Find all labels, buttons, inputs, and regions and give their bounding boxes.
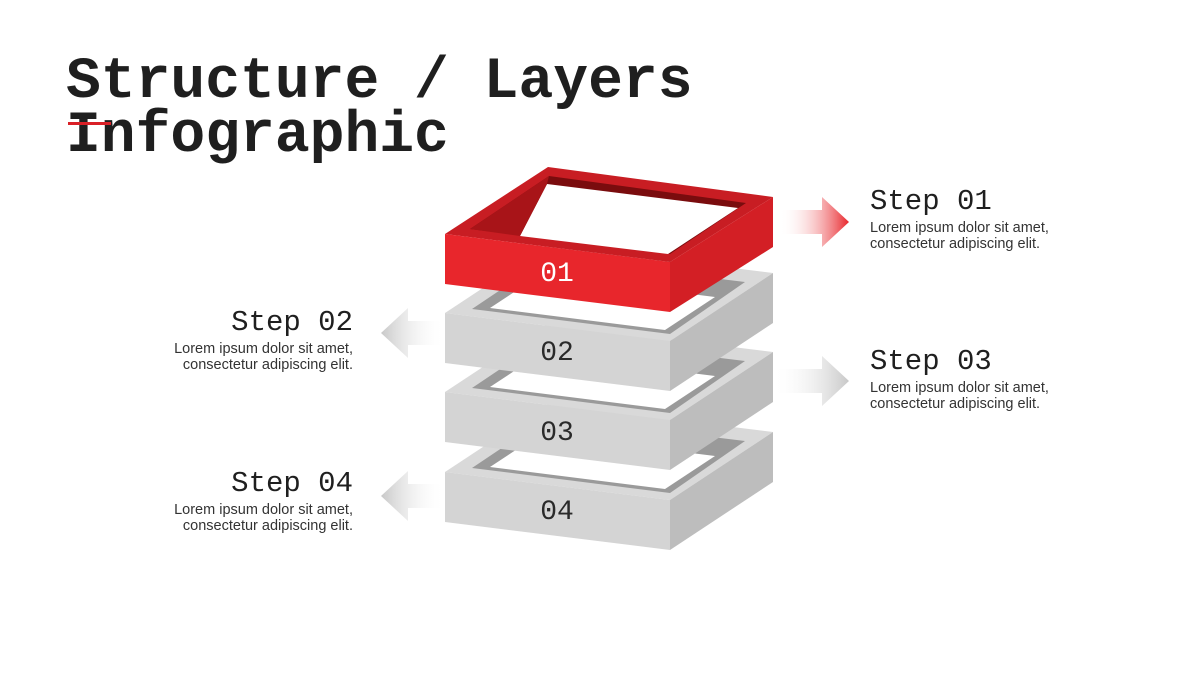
step-04-title: Step 04 (231, 467, 353, 500)
step-02-description: Lorem ipsum dolor sit amet, consectetur … (113, 341, 353, 373)
step-03-description: Lorem ipsum dolor sit amet, consectetur … (870, 380, 1110, 412)
step-04-desc-line-2: consectetur adipiscing elit. (182, 518, 353, 534)
step-02-desc-line-2: consectetur adipiscing elit. (182, 357, 353, 373)
layer-01: 01 (445, 167, 773, 312)
step-04-description: Lorem ipsum dolor sit amet, consectetur … (113, 502, 353, 534)
arrow-step-04 (381, 471, 445, 521)
layer-label-04: 04 (540, 497, 574, 528)
layer-label-03: 03 (540, 418, 574, 449)
step-01-desc-line-1: Lorem ipsum dolor sit amet, (870, 220, 1049, 236)
layer-label-01: 01 (540, 259, 574, 290)
title-accent-bar (68, 122, 111, 125)
layer-label-02: 02 (540, 338, 574, 369)
step-01-title: Step 01 (870, 185, 992, 218)
page-title-line-1: Structure / Layers (66, 50, 693, 115)
page-title-line-2: Infographic (66, 104, 449, 169)
page-title: Structure / Layers Infographic (66, 50, 693, 169)
step-02: Step 02 Lorem ipsum dolor sit amet, cons… (113, 306, 353, 374)
arrow-step-01 (780, 197, 849, 247)
step-03-title: Step 03 (870, 345, 992, 378)
step-01: Step 01 Lorem ipsum dolor sit amet, cons… (870, 185, 1110, 253)
step-01-description: Lorem ipsum dolor sit amet, consectetur … (870, 220, 1110, 252)
arrow-step-02 (381, 308, 445, 358)
step-03-desc-line-2: consectetur adipiscing elit. (870, 396, 1041, 412)
step-02-title: Step 02 (231, 306, 353, 339)
step-04-desc-line-1: Lorem ipsum dolor sit amet, (174, 502, 353, 518)
step-02-desc-line-1: Lorem ipsum dolor sit amet, (174, 341, 353, 357)
step-04: Step 04 Lorem ipsum dolor sit amet, cons… (113, 467, 353, 535)
step-01-desc-line-2: consectetur adipiscing elit. (870, 236, 1041, 252)
step-03: Step 03 Lorem ipsum dolor sit amet, cons… (870, 345, 1110, 413)
step-03-desc-line-1: Lorem ipsum dolor sit amet, (870, 380, 1049, 396)
arrow-step-03 (773, 356, 849, 406)
